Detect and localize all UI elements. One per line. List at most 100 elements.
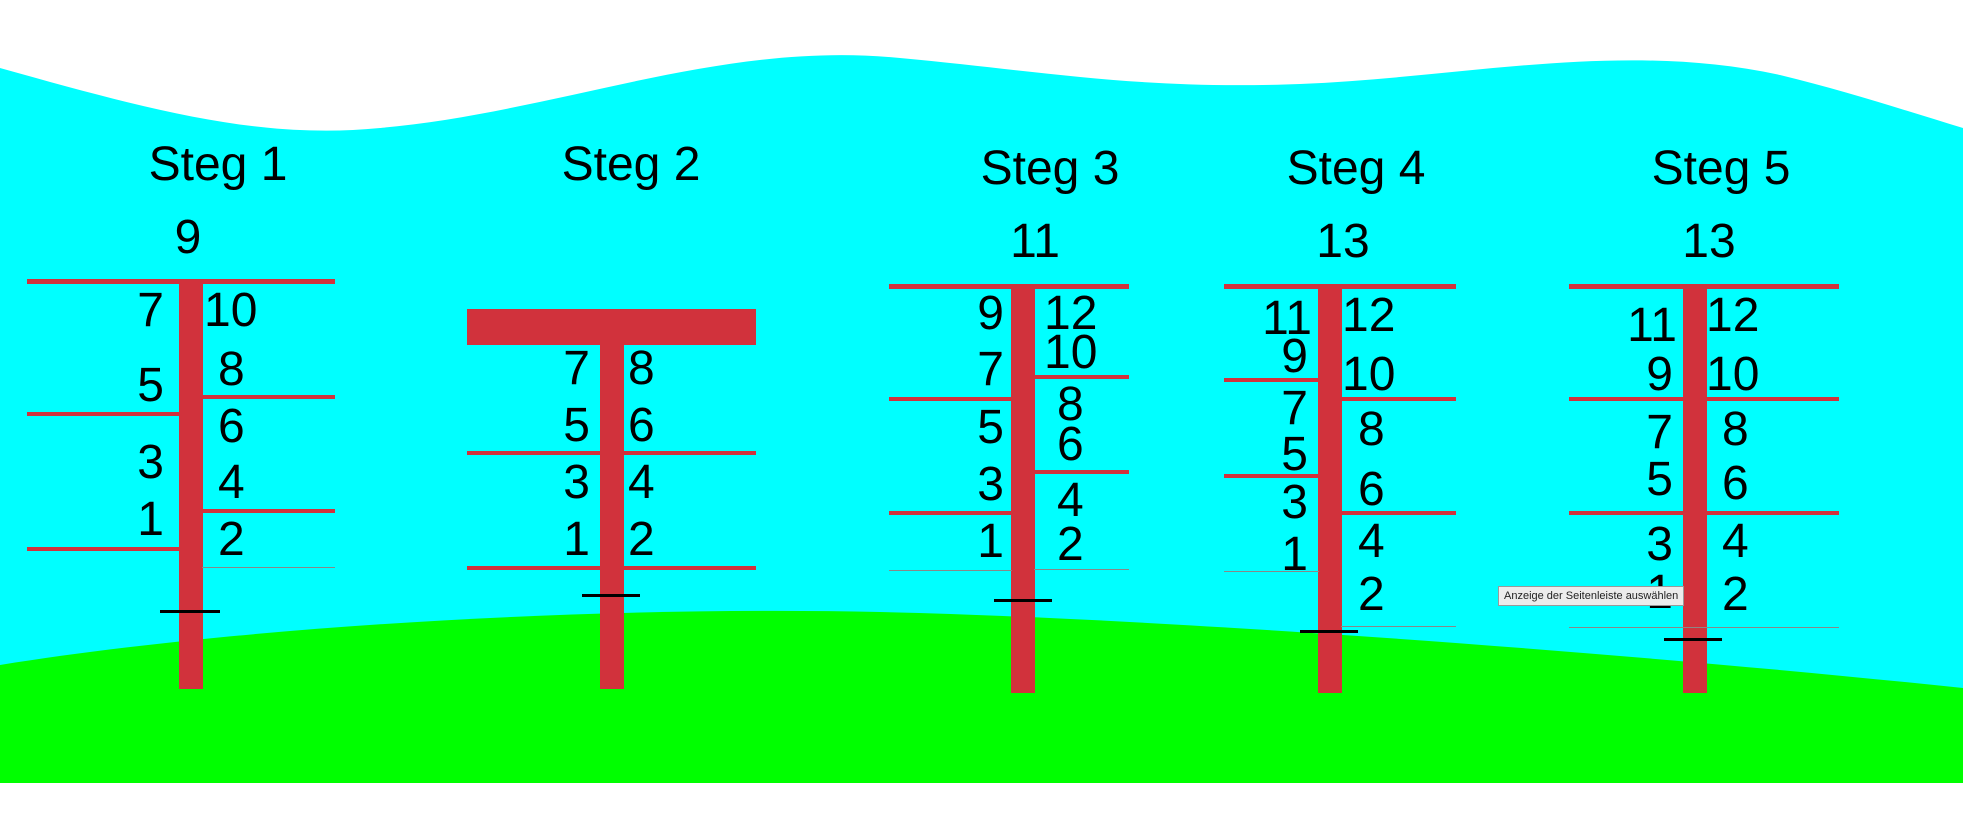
label-left: 3 xyxy=(977,458,1004,511)
label-right: 8 xyxy=(218,343,245,396)
rung-left xyxy=(27,412,180,416)
label-right: 2 xyxy=(628,513,655,566)
label-left: 5 xyxy=(137,359,164,412)
label-left: 7 xyxy=(1281,382,1308,435)
label-right: 12 xyxy=(1044,287,1097,340)
label-right: 10 xyxy=(1342,348,1395,401)
label-right: 10 xyxy=(204,284,257,337)
rung-right xyxy=(202,395,335,399)
label-left: 5 xyxy=(977,401,1004,454)
label-right: 2 xyxy=(1722,568,1749,621)
label-left: 11 xyxy=(1262,292,1312,345)
label-right: 8 xyxy=(1722,403,1749,456)
water-mark xyxy=(994,599,1052,602)
bridge-top-number: 13 xyxy=(1682,215,1735,268)
label-left: 3 xyxy=(137,436,164,489)
bridge-deck xyxy=(1224,284,1456,289)
label-left: 7 xyxy=(563,342,590,395)
label-right: 10 xyxy=(1044,326,1097,379)
water-mark xyxy=(1300,630,1358,633)
label-left: 11 xyxy=(1627,299,1677,352)
label-right: 8 xyxy=(1057,378,1084,431)
sidebar-tooltip: Anzeige der Seitenleiste auswählen xyxy=(1498,586,1685,606)
label-right: 2 xyxy=(218,513,245,566)
label-right: 4 xyxy=(1722,515,1749,568)
label-right: 6 xyxy=(218,400,245,453)
label-right: 6 xyxy=(1722,457,1749,510)
label-left: 1 xyxy=(977,515,1004,568)
bridge-2: Steg 2 7 5 3 1 8 6 4 2 xyxy=(467,138,756,689)
bridge-4: Steg 4 13 11 9 7 5 3 1 12 10 8 6 4 2 xyxy=(1224,142,1456,693)
label-right: 6 xyxy=(1057,418,1084,471)
bridge-deck xyxy=(889,284,1129,289)
rung-left xyxy=(1224,378,1319,382)
label-left: 1 xyxy=(563,513,590,566)
water-mark xyxy=(160,610,220,613)
bridge-deck xyxy=(467,309,756,345)
rung-right-thin xyxy=(1341,626,1456,627)
label-left: 5 xyxy=(1281,428,1308,481)
bridge-pole xyxy=(1683,287,1707,693)
rung-left xyxy=(889,397,1012,401)
label-right: 8 xyxy=(1358,403,1385,456)
label-right: 4 xyxy=(218,456,245,509)
label-left: 3 xyxy=(1646,518,1673,571)
bridge-top-number: 13 xyxy=(1316,215,1369,268)
label-right: 12 xyxy=(1706,289,1759,342)
rung-left-thin xyxy=(889,570,1012,571)
rung-right xyxy=(202,509,335,513)
label-right: 12 xyxy=(1342,289,1395,342)
label-left: 7 xyxy=(977,343,1004,396)
label-right: 6 xyxy=(628,399,655,452)
label-left: 5 xyxy=(563,399,590,452)
bridge-title: Steg 4 xyxy=(1287,142,1426,195)
label-left: 9 xyxy=(977,287,1004,340)
rung-right xyxy=(1034,470,1129,474)
label-left: 1 xyxy=(1281,528,1308,581)
rung-right xyxy=(1341,397,1456,401)
bridge-pole xyxy=(1011,287,1035,693)
label-left: 9 xyxy=(1281,330,1308,383)
label-right: 10 xyxy=(1706,348,1759,401)
label-left: 1 xyxy=(137,493,164,546)
rung-left xyxy=(889,511,1012,515)
rung-full xyxy=(1569,511,1839,515)
rung-right xyxy=(1034,375,1129,379)
rung-full xyxy=(467,566,756,570)
rung-left xyxy=(27,547,180,551)
ground-area xyxy=(0,610,1963,783)
rung-full xyxy=(1569,397,1839,401)
sky-area xyxy=(0,55,1963,700)
bridge-pole xyxy=(1318,287,1342,693)
label-right: 4 xyxy=(1057,474,1084,527)
label-right: 2 xyxy=(1057,518,1084,571)
water-mark xyxy=(1664,638,1722,641)
rung-left-thin xyxy=(1224,571,1319,572)
bridge-1: Steg 1 9 7 5 3 1 10 8 6 4 2 xyxy=(27,138,335,689)
label-left: 3 xyxy=(1281,476,1308,529)
rung-right xyxy=(1341,511,1456,515)
bridge-deck xyxy=(27,279,335,284)
rung-full-thin xyxy=(1569,627,1839,628)
label-right: 4 xyxy=(628,456,655,509)
label-right: 6 xyxy=(1358,463,1385,516)
label-left: 7 xyxy=(137,284,164,337)
bridge-5: Steg 5 13 11 9 7 5 3 1 12 10 8 6 4 2 xyxy=(1569,142,1839,693)
rung-left xyxy=(1224,474,1319,478)
bridge-pole xyxy=(179,282,203,689)
water-mark xyxy=(582,594,640,597)
rung-full xyxy=(467,451,756,455)
label-left: 3 xyxy=(563,456,590,509)
bridge-title: Steg 3 xyxy=(981,142,1120,195)
bridge-pole xyxy=(600,340,624,689)
label-left: 5 xyxy=(1646,453,1673,506)
bridge-title: Steg 2 xyxy=(562,138,701,191)
label-right: 8 xyxy=(628,342,655,395)
bridge-deck xyxy=(1569,284,1839,289)
label-left: 9 xyxy=(1646,348,1673,401)
label-right: 2 xyxy=(1358,568,1385,621)
bridge-3: Steg 3 11 9 7 5 3 1 12 10 8 6 4 2 xyxy=(889,142,1129,693)
rung-right-thin xyxy=(1034,569,1129,570)
